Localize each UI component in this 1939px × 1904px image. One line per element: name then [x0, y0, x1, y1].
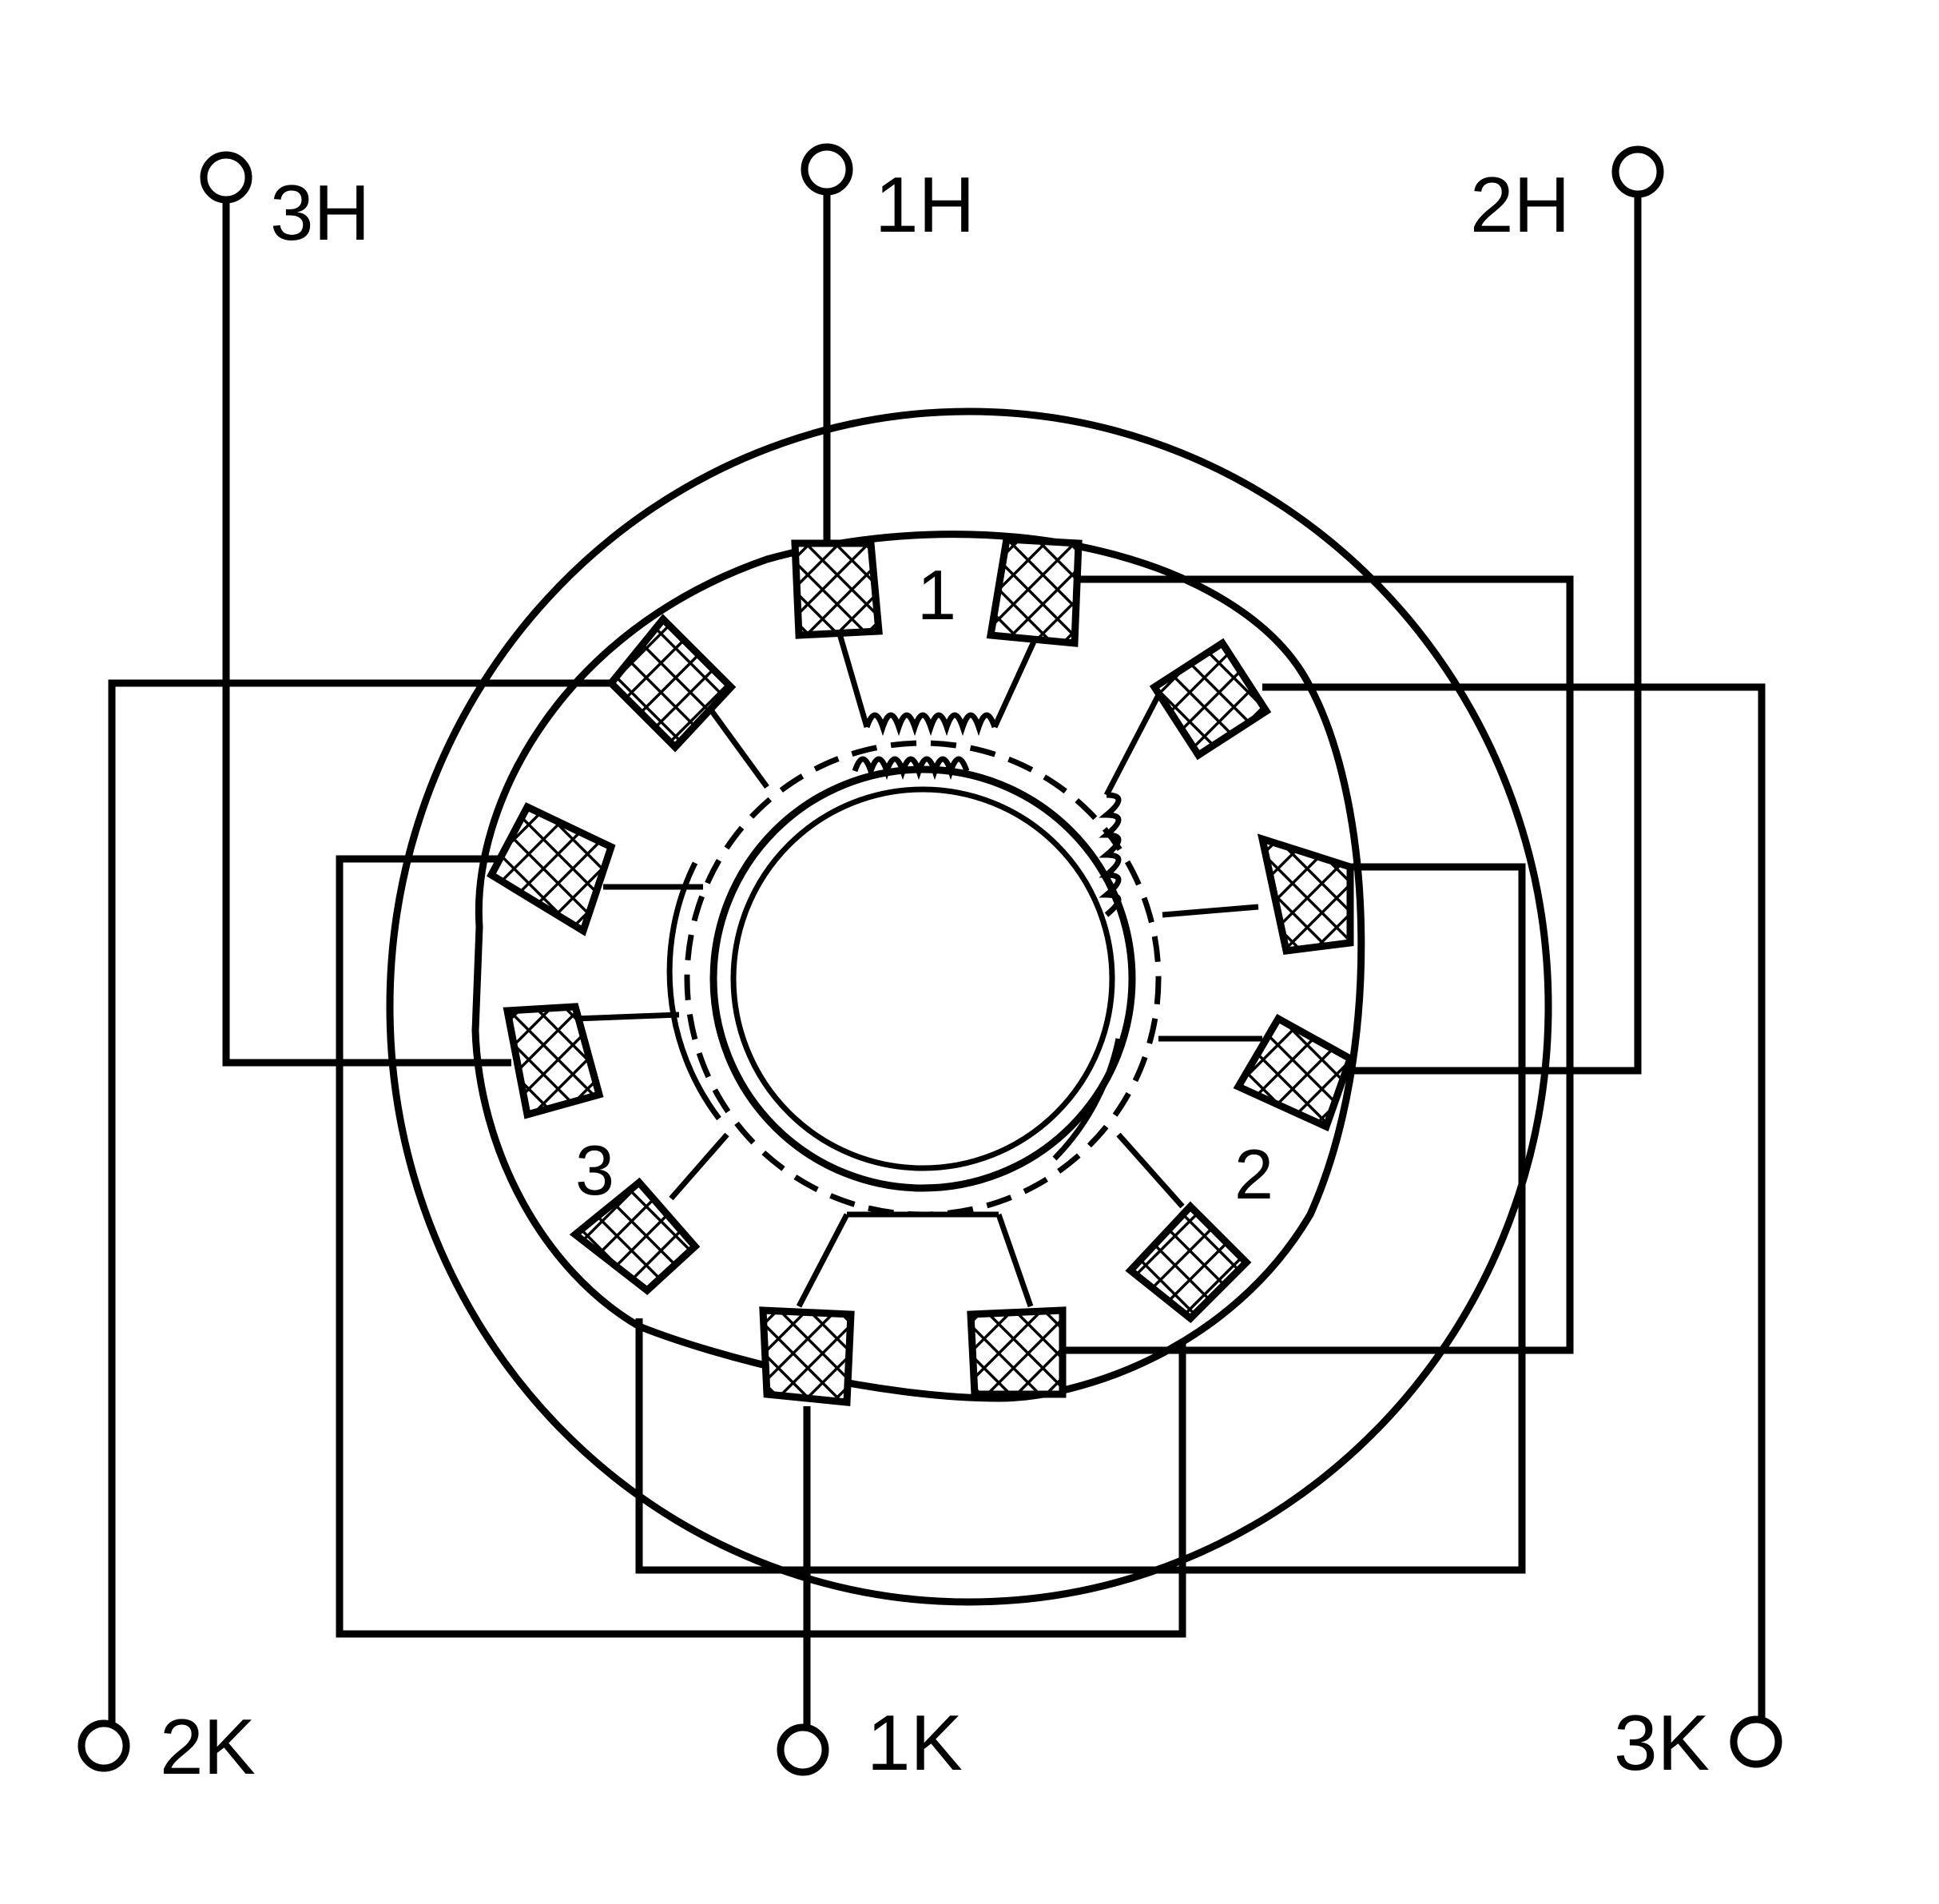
wire-3H [222, 200, 511, 1067]
terminal-2H[interactable] [1611, 145, 1664, 198]
terminal-3H[interactable] [200, 151, 252, 204]
terminal-2K[interactable] [77, 1719, 130, 1772]
pole-label-2: 2 [1234, 1135, 1273, 1214]
coil-mid-right-lower [1233, 1013, 1355, 1132]
label-2K: 2K [160, 1703, 256, 1791]
label-3H: 3H [270, 169, 370, 256]
wire-loop-right-outer [1063, 575, 1574, 1354]
coil-top-left [791, 539, 883, 639]
pole2-winding [1099, 792, 1122, 917]
label-2H: 2H [1470, 161, 1570, 248]
rotor-top-winding [852, 756, 970, 781]
coil-upper-right [1149, 638, 1272, 761]
coil-bottom-left [759, 1306, 855, 1406]
coil-lower-right [1125, 1201, 1252, 1324]
coil-mid-right-upper [1257, 833, 1354, 955]
pole-label-1: 1 [917, 555, 956, 634]
external-wiring [108, 188, 1766, 1726]
label-1K: 1K [867, 1699, 963, 1787]
stator-body [386, 407, 1552, 1606]
coil-upper-left [606, 614, 737, 753]
label-1H: 1H [875, 161, 975, 248]
right-arc-winding [1052, 1038, 1122, 1161]
coil-lower-left [569, 1177, 701, 1295]
wire-2K [108, 679, 615, 1726]
wire-3K [1262, 683, 1766, 1726]
rotor-dashed-gap [684, 740, 1162, 1218]
coil-leads [574, 630, 1262, 1308]
pole1-winding [864, 712, 998, 737]
terminal-1H[interactable] [801, 143, 853, 196]
terminal-1K[interactable] [777, 1723, 829, 1776]
label-3K: 3K [1614, 1699, 1710, 1787]
terminals [77, 143, 1782, 1776]
coil-bottom-right [967, 1306, 1067, 1398]
outer-stator-ring [386, 407, 1552, 1606]
terminal-3K[interactable] [1730, 1715, 1782, 1768]
coil-mid-left-lower [503, 1003, 604, 1119]
rotor-outer-circle [709, 765, 1136, 1192]
wire-loop-bottom-outer [336, 855, 1186, 1638]
wire-2H [1350, 188, 1642, 1075]
rotor-inner-circle [730, 786, 1115, 1171]
wire-loop-bottom-inner [635, 863, 1526, 1574]
rotor [666, 740, 1162, 1218]
coil-mid-left-upper [487, 802, 616, 936]
coils [487, 535, 1355, 1406]
pole-label-3: 3 [575, 1131, 614, 1210]
inner-stator-ring [471, 531, 1365, 1402]
left-arc-winding [666, 861, 721, 1121]
coil-top-right [986, 535, 1083, 647]
